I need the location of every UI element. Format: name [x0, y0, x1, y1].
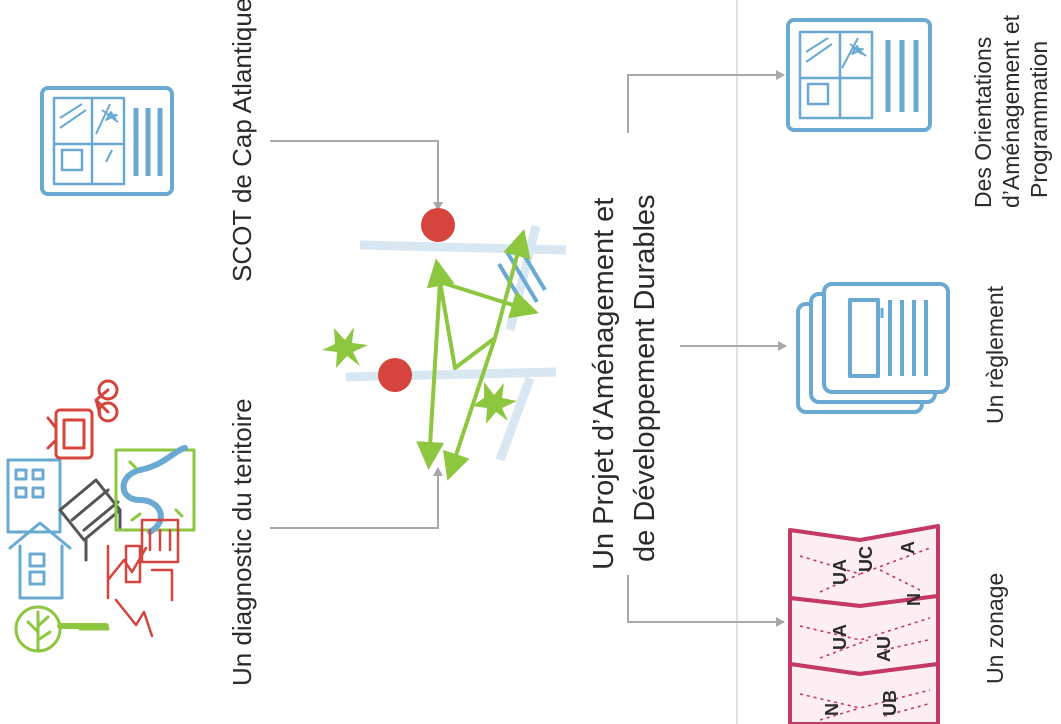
river-map-icon: [114, 445, 196, 535]
chart-icon: [106, 518, 180, 638]
green-arrows: [416, 228, 539, 481]
oap-document-icon: [786, 18, 932, 132]
star-icon: [320, 327, 368, 368]
tree-icon: [14, 605, 110, 653]
padd-title-line1: Un Projet d’Aménagement et: [588, 197, 620, 570]
dot-icon: [378, 358, 412, 392]
zone-code: N: [822, 703, 842, 716]
zone-code: N: [904, 593, 924, 606]
zone-code: UA: [830, 559, 850, 585]
zone-code: UC: [856, 546, 876, 572]
arrow-diagnostic-to-padd: [270, 467, 443, 529]
stacked-documents-icon: [796, 282, 950, 414]
connector-arrows: [270, 70, 787, 627]
dot-icon: [421, 208, 455, 242]
arrow-scot-to-padd: [270, 140, 443, 211]
zone-code: UA: [830, 624, 850, 650]
document-icon: [40, 86, 174, 196]
tv-icon: [46, 408, 94, 460]
padd-title-line2: de Développement Durables: [629, 194, 661, 562]
guide-line: [736, 0, 738, 724]
scot-label: SCOT de Cap Atlantique: [227, 0, 257, 282]
house-icon: [8, 521, 72, 600]
padd-graphic: [320, 208, 567, 481]
zoning-map-icon: [788, 524, 940, 724]
oap-label-line1: Des Orientations: [970, 36, 996, 208]
zone-code: A: [898, 541, 918, 554]
oap-label-line2: d’Aménagement et: [998, 14, 1024, 208]
star-icon: [470, 382, 517, 424]
zone-code: AU: [874, 636, 894, 662]
arrow-padd-to-oap: [627, 70, 785, 133]
diagnostic-label: Un diagnostic du teritoire: [227, 398, 257, 686]
diagnostic-illustration: [6, 379, 196, 653]
structure-icon: [58, 478, 122, 562]
arrow-padd-to-zonage: [627, 575, 785, 627]
bike-icon: [94, 379, 119, 423]
oap-label-line3: Programmation: [1026, 40, 1052, 198]
building-icon: [6, 458, 62, 534]
zonage-label: Un zonage: [982, 572, 1008, 684]
zone-code: UB: [880, 690, 900, 716]
reglement-label: Un règlement: [982, 285, 1008, 424]
